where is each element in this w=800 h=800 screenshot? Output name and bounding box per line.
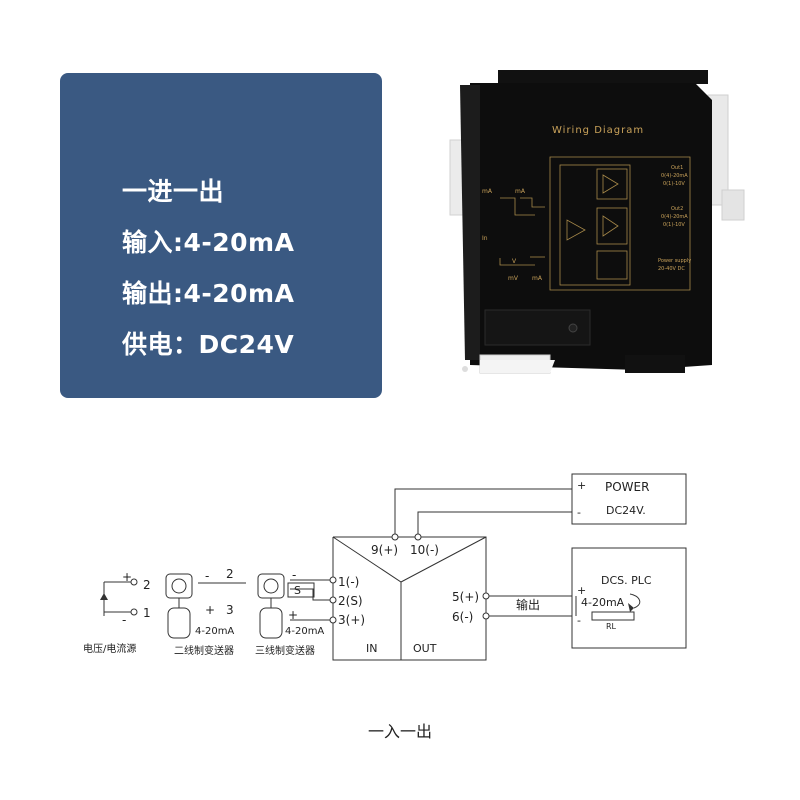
three-wire-transmitter-icon <box>257 573 285 639</box>
two-wire-plus: + <box>205 603 215 617</box>
terminal-2-label: 2(S) <box>338 594 363 608</box>
two-wire-num-3: 3 <box>226 603 234 617</box>
terminal-3-dot <box>329 616 337 624</box>
caption: 一入一出 <box>367 722 432 741</box>
output-label: 输出 <box>516 597 540 612</box>
module-pin <box>462 366 468 372</box>
source-minus: - <box>122 613 126 627</box>
terminal-1-dot <box>329 576 337 584</box>
power-plus: + <box>577 479 586 492</box>
device-in: In <box>482 235 488 242</box>
device-out1-range: 0(4)-20mA <box>661 173 688 179</box>
terminal-5-label: 5(+) <box>452 590 479 604</box>
spec-output: 输出:4-20mA <box>122 279 295 308</box>
module-panel-lines <box>499 156 691 291</box>
terminal-6-label: 6(-) <box>452 610 473 624</box>
three-wire-current: 4-20mA <box>285 626 324 637</box>
isolator-module-svg: Wiring Diagram mA mA In V mV mA Out1 0(4… <box>449 70 745 374</box>
three-wire-label: 三线制变送器 <box>255 644 315 657</box>
s-box <box>287 582 315 598</box>
terminal-9-label: 9(+) <box>371 543 398 557</box>
plc-box <box>571 547 687 649</box>
terminal-3-label: 3(+) <box>338 613 365 627</box>
spec-input: 输入:4-20mA <box>122 228 295 257</box>
terminal-10-label: 10(-) <box>410 543 439 557</box>
device-ma-3: mA <box>532 275 543 282</box>
two-wire-current: 4-20mA <box>195 626 234 637</box>
plc-load: RL <box>606 622 617 631</box>
module-top-clip <box>498 70 708 84</box>
source-terminal-1 <box>130 608 138 616</box>
device-out1: Out1 <box>671 165 683 171</box>
plc-current: 4-20mA <box>581 596 625 609</box>
current-arrow-head <box>628 603 634 612</box>
two-wire-label: 二线制变送器 <box>174 644 234 657</box>
two-wire-transmitter-icon <box>165 573 193 639</box>
device-ma-2: mA <box>515 188 526 195</box>
two-wire-minus: - <box>205 569 209 583</box>
load-resistor <box>591 611 635 621</box>
power-box <box>571 473 687 525</box>
device-v: V <box>512 258 517 265</box>
source-terminal-2 <box>130 578 138 586</box>
module-screw <box>568 323 578 333</box>
module-foot-slope <box>480 360 555 373</box>
device-out2: Out2 <box>671 206 683 212</box>
spec-card: 一进一出 输入:4-20mA 输出:4-20mA 供电：DC24V <box>60 73 382 398</box>
terminal-9-dot <box>391 533 399 541</box>
source-num-1: 1 <box>143 606 151 620</box>
source-arrow-head <box>100 593 108 600</box>
terminal-2-dot <box>329 596 337 604</box>
three-wire-minus: - <box>292 568 296 582</box>
power-box-title: POWER <box>605 480 649 494</box>
device-mv: mV <box>508 275 519 282</box>
power-plus-wire <box>394 488 572 537</box>
wiring-diagram-title: Wiring Diagram <box>552 125 644 136</box>
input-s-wire <box>290 588 333 601</box>
source-plus: + <box>122 570 132 584</box>
module-foot-right <box>625 355 685 373</box>
two-wire-num-2: 2 <box>226 567 234 581</box>
module-body <box>470 83 712 370</box>
terminal-1-label: 1(-) <box>338 575 359 589</box>
spec-mode: 一进一出 <box>122 177 225 206</box>
module-side <box>460 85 480 360</box>
current-arrow <box>629 593 641 609</box>
device-out2-range: 0(4)-20mA <box>661 214 688 220</box>
isolator-out-label: OUT <box>413 642 437 655</box>
spec-power: 供电：DC24V <box>122 330 295 359</box>
power-box-value: DC24V. <box>606 504 646 517</box>
device-power-supply: Power supply <box>658 258 691 264</box>
three-wire-plus: + <box>288 608 298 622</box>
terminal-6-dot <box>482 612 490 620</box>
terminal-10-dot <box>414 533 422 541</box>
isolator-in-label: IN <box>366 642 377 655</box>
isolator-module-image: Wiring Diagram mA mA In V mV mA Out1 0(4… <box>440 65 760 385</box>
three-wire-s: S <box>294 584 301 597</box>
plc-plus: + <box>577 584 586 597</box>
power-minus-wire <box>417 511 572 537</box>
module-rail-clip-side <box>721 189 745 221</box>
device-out2-range2: 0(1)-10V <box>663 222 685 228</box>
plc-box-title: DCS. PLC <box>601 574 652 587</box>
source-num-2: 2 <box>143 578 151 592</box>
terminal-5-dot <box>482 592 490 600</box>
device-out1-range2: 0(1)-10V <box>663 181 685 187</box>
plc-minus: - <box>577 614 581 627</box>
device-ma-1: mA <box>482 188 493 195</box>
power-minus: - <box>577 506 581 519</box>
source-label: 电压/电流源 <box>83 642 136 655</box>
device-power-range: 20-40V DC <box>658 266 685 272</box>
